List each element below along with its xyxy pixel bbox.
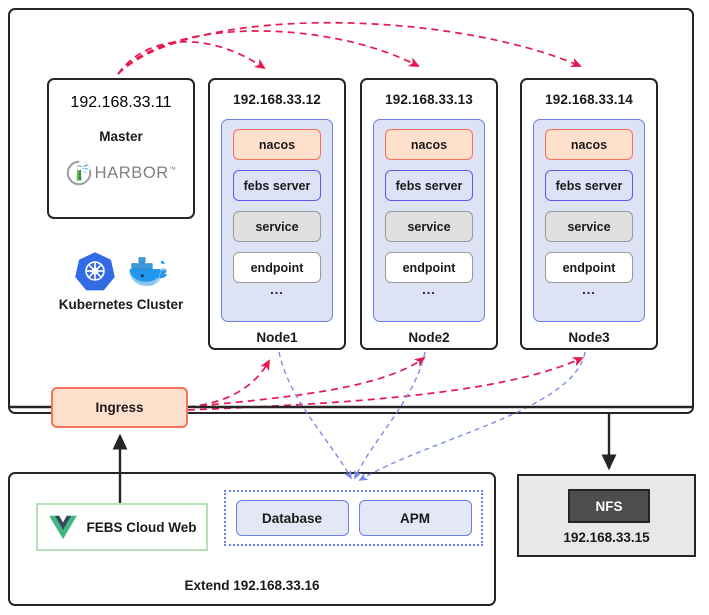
extend-services-group: Database APM <box>224 490 483 546</box>
pod-endpoint[interactable]: endpoint <box>385 252 473 283</box>
apm-box[interactable]: APM <box>358 500 472 536</box>
harbor-wordmark: HARBOR™ <box>94 163 177 182</box>
pod-nacos[interactable]: nacos <box>545 129 633 160</box>
pod-febs-server[interactable]: febs server <box>233 170 321 201</box>
kubernetes-icon <box>74 252 115 291</box>
pod-more-indicator: ... <box>582 282 596 297</box>
master-node-box[interactable]: 192.168.33.11 Master HARBOR™ <box>47 78 195 219</box>
platform-caption: Kubernetes Cluster <box>58 297 184 312</box>
node-ip: 192.168.33.13 <box>385 92 473 107</box>
pod-endpoint[interactable]: endpoint <box>545 252 633 283</box>
node-name: Node2 <box>408 330 450 345</box>
pod-nacos[interactable]: nacos <box>233 129 321 160</box>
febs-cloud-web-box[interactable]: FEBS Cloud Web <box>36 503 208 551</box>
worker-node-box[interactable]: 192.168.33.14 nacos febs server service … <box>520 78 658 350</box>
node-name: Node3 <box>568 330 610 345</box>
node-pod-container: nacos febs server service endpoint ... <box>533 119 645 322</box>
nfs-ip-label: 192.168.33.15 <box>563 530 650 545</box>
harbor-mark-icon <box>66 160 91 186</box>
worker-node-box[interactable]: 192.168.33.12 nacos febs server service … <box>208 78 346 350</box>
febs-cloud-web-label: FEBS Cloud Web <box>86 519 197 535</box>
node-name: Node1 <box>256 330 298 345</box>
database-box[interactable]: Database <box>235 500 349 536</box>
nfs-outer-box <box>517 474 696 557</box>
master-ip: 192.168.33.11 <box>70 94 172 111</box>
ingress-box[interactable]: Ingress <box>51 387 188 428</box>
pod-febs-server[interactable]: febs server <box>385 170 473 201</box>
master-role-label: Master <box>99 129 143 144</box>
docker-icon <box>128 257 167 286</box>
node-ip: 192.168.33.12 <box>233 92 321 107</box>
pod-more-indicator: ... <box>422 282 436 297</box>
nfs-box[interactable]: NFS <box>568 489 650 523</box>
harbor-logo: HARBOR™ <box>66 160 177 186</box>
vue-icon <box>48 515 77 540</box>
pod-service[interactable]: service <box>385 211 473 242</box>
pod-service[interactable]: service <box>233 211 321 242</box>
pod-febs-server[interactable]: febs server <box>545 170 633 201</box>
node-pod-container: nacos febs server service endpoint ... <box>373 119 485 322</box>
pod-service[interactable]: service <box>545 211 633 242</box>
platform-logos-group: Kubernetes Cluster <box>47 248 195 320</box>
node-ip: 192.168.33.14 <box>545 92 633 107</box>
pod-nacos[interactable]: nacos <box>385 129 473 160</box>
worker-node-box[interactable]: 192.168.33.13 nacos febs server service … <box>360 78 498 350</box>
extend-label: Extend 192.168.33.16 <box>184 578 320 593</box>
pod-endpoint[interactable]: endpoint <box>233 252 321 283</box>
pod-more-indicator: ... <box>270 282 284 297</box>
node-pod-container: nacos febs server service endpoint ... <box>221 119 333 322</box>
